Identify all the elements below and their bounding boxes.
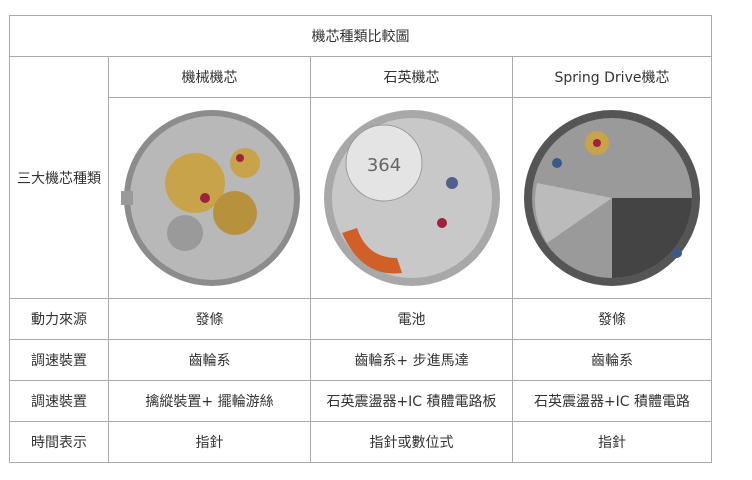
cell: 齒輪系 [512,339,712,381]
cell: 發條 [108,298,311,340]
table-title: 機芯種類比較圖 [9,15,712,57]
cell: 電池 [310,298,513,340]
row-label: 時間表示 [9,421,109,463]
cell: 指針 [512,421,712,463]
header-mechanical: 機械機芯 [108,56,311,98]
cell: 齒輪系+ 步進馬達 [310,339,513,381]
row-label: 動力來源 [9,298,109,340]
cell: 指針 [108,421,311,463]
header-quartz: 石英機芯 [310,56,513,98]
row-label: 調速裝置 [9,339,109,381]
table-row: 調速裝置 齒輪系 齒輪系+ 步進馬達 齒輪系 [9,339,712,381]
cell: 石英震盪器+IC 積體電路 [512,380,712,422]
table-row: 時間表示 指針 指針或數位式 指針 [9,421,712,463]
cell: 石英震盪器+IC 積體電路板 [310,380,513,422]
spring-drive-movement-image [512,97,712,299]
table-row: 動力來源 發條 電池 發條 [9,298,712,340]
movement-types-label: 三大機芯種類 [9,56,109,299]
mechanical-movement-image [108,97,311,299]
table-row: 調速裝置 擒縱裝置+ 擺輪游絲 石英震盪器+IC 積體電路板 石英震盪器+IC … [9,380,712,422]
header-spring-drive: Spring Drive機芯 [512,56,712,98]
row-label: 調速裝置 [9,380,109,422]
cell: 齒輪系 [108,339,311,381]
cell: 指針或數位式 [310,421,513,463]
movement-comparison-table: 機芯種類比較圖 三大機芯種類 機械機芯 石英機芯 Spring Drive機芯 … [9,15,712,463]
cell: 發條 [512,298,712,340]
quartz-movement-image: 364 [310,97,513,299]
cell: 擒縱裝置+ 擺輪游絲 [108,380,311,422]
battery-label: 364 [366,155,400,176]
